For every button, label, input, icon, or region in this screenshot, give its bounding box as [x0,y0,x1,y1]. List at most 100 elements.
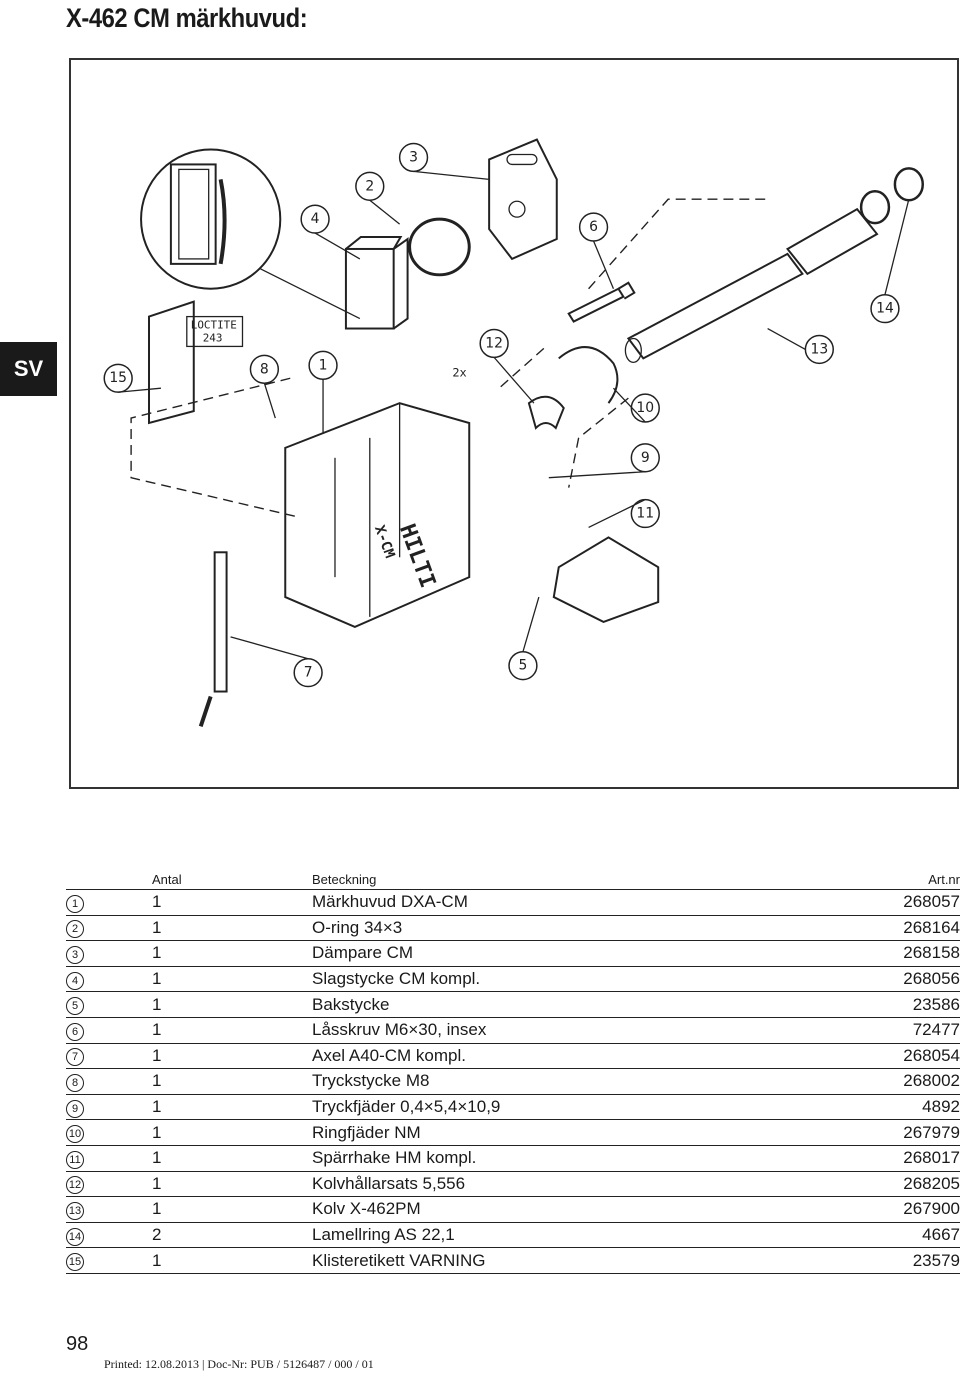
callout-14: 14 [870,293,900,324]
part-number-circle: 9 [66,1099,84,1118]
art-cell: 268164 [903,917,960,937]
svg-text:11: 11 [636,506,654,522]
callout-4: 4 [300,204,330,234]
art-cell: 268158 [903,943,960,963]
svg-text:9: 9 [641,450,650,466]
part-number-cell: 5 [66,994,98,1016]
art-cell: 268205 [903,1173,960,1193]
table-row: 10 1 Ringfjäder NM 267979 [66,1120,960,1146]
part-number-cell: 10 [66,1122,98,1144]
striker-part [344,236,409,330]
desc-cell: Axel A40-CM kompl. [312,1045,466,1065]
desc-cell: Spärrhake HM kompl. [312,1148,477,1168]
exploded-view-drawing: LOCTITE 243 HILTI X-CM [103,138,924,727]
qty-cell: 1 [152,1097,162,1117]
art-cell: 267900 [903,1199,960,1219]
callout-3: 3 [398,142,429,173]
svg-text:14: 14 [876,301,894,317]
part-number-circle: 6 [66,1022,84,1041]
axle-part [198,551,228,727]
callout-2: 2 [355,171,385,201]
svg-text:10: 10 [636,400,654,416]
back-piece-part [552,536,660,623]
qty-cell: 1 [152,1250,162,1270]
callout-13: 13 [804,334,834,365]
part-number-circle: 11 [66,1150,84,1169]
qty-cell: 1 [152,1148,162,1168]
desc-cell: O-ring 34×3 [312,917,403,937]
table-row: 3 1 Dämpare CM 268158 [66,941,960,967]
desc-cell: Tryckstycke M8 [312,1071,430,1091]
art-cell: 4892 [922,1097,960,1117]
svg-text:15: 15 [109,370,127,386]
desc-cell: Dämpare CM [312,943,414,963]
header-art: Art.nr [928,872,960,887]
page-title: X-462 CM märkhuvud: [66,3,308,33]
table-row: 15 1 Klisteretikett VARNING 23579 [66,1248,960,1274]
svg-text:12: 12 [485,335,503,351]
part-number-circle: 2 [66,920,84,939]
svg-text:3: 3 [409,149,418,165]
part-number-cell: 7 [66,1045,98,1067]
callout-10: 10 [630,393,660,423]
callout-5: 5 [508,650,538,681]
part-number-circle: 3 [66,945,84,964]
part-number-circle: 7 [66,1048,84,1067]
art-cell: 267979 [903,1122,960,1142]
callout-15: 15 [103,363,133,393]
part-number-circle: 8 [66,1073,84,1092]
art-cell: 4667 [922,1225,960,1245]
qty-cell: 1 [152,1045,162,1065]
part-number-cell: 3 [66,943,98,964]
desc-cell: Ringfjäder NM [312,1122,421,1142]
header-qty: Antal [152,872,182,887]
part-number-circle: 15 [66,1253,84,1272]
desc-cell: Lamellring AS 22,1 [312,1225,455,1245]
part-number-circle: 5 [66,997,84,1016]
qty-cell: 1 [152,994,162,1014]
multiplier-label: 2x [452,365,466,379]
svg-text:8: 8 [260,361,269,377]
part-number-circle: 10 [66,1125,84,1144]
callout-12: 12 [479,328,509,359]
lock-screw-part [567,281,636,323]
qty-cell: 1 [152,1122,162,1142]
art-cell: 268057 [903,892,960,912]
svg-text:1: 1 [319,357,328,373]
piston-part [624,207,879,363]
damper-part [488,138,558,261]
desc-cell: Klisteretikett VARNING [312,1250,486,1270]
desc-cell: Kolv X-462PM [312,1199,421,1219]
callout-6: 6 [578,212,609,242]
parts-table-header: Antal Beteckning Art.nr [66,870,960,890]
art-cell: 72477 [912,1020,960,1040]
qty-cell: 1 [152,943,162,963]
qty-cell: 1 [152,1199,162,1219]
qty-cell: 1 [152,892,162,912]
callout-8: 8 [249,354,280,384]
language-tab: SV [0,342,57,396]
art-cell: 268017 [903,1148,960,1168]
loctite-number: 243 [203,331,223,344]
part-number-cell: 8 [66,1071,98,1092]
detail-circle [140,148,361,320]
part-number-cell: 4 [66,969,98,990]
part-number-circle: 1 [66,894,84,913]
desc-cell: Kolvhållarsats 5,556 [312,1173,466,1193]
callout-9: 9 [630,443,660,473]
part-number-circle: 13 [66,1201,84,1220]
part-number-cell: 12 [66,1173,98,1195]
part-number-cell: 13 [66,1199,98,1220]
warning-label-part: LOCTITE 243 [148,300,244,425]
desc-cell: Bakstycke [312,994,390,1014]
part-number-circle: 12 [66,1176,84,1195]
art-cell: 23579 [912,1250,960,1270]
